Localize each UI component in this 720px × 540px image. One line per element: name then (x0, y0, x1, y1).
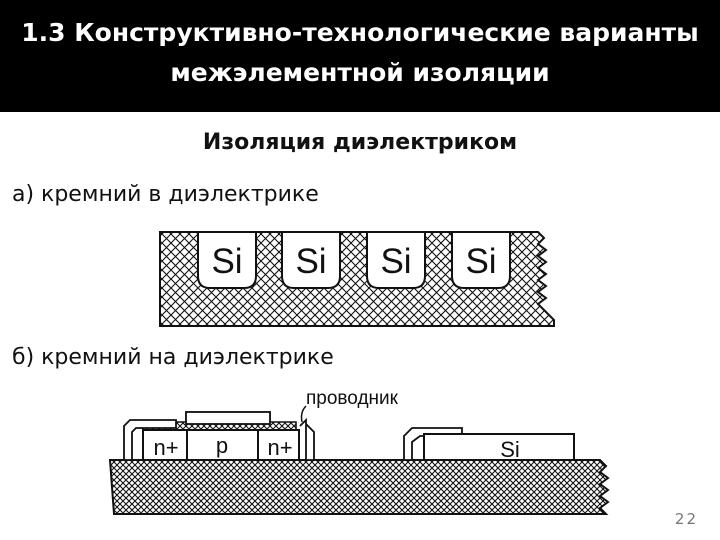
section-a-label: а) кремний в диэлектрике (12, 182, 319, 207)
region-label: n+ (153, 435, 178, 460)
silicon-pocket: Si (366, 231, 426, 289)
dielectric-substrate-a (159, 231, 555, 327)
page-number: 22 (674, 510, 698, 528)
slide-title-line-1: 1.3 Конструктивно-технологические вариан… (21, 18, 699, 47)
silicon-island-label: Si (500, 437, 520, 462)
transistor-island: n+ p n+ (142, 411, 300, 461)
region-label: p (216, 433, 228, 458)
silicon-pocket: Si (197, 231, 257, 289)
slide-title-line-2: межэлементной изоляции (170, 58, 550, 87)
region-label: n+ (267, 435, 292, 460)
slide-subtitle: Изоляция диэлектриком (202, 130, 518, 155)
silicon-label: Si (465, 242, 496, 281)
silicon-pocket: Si (281, 231, 341, 289)
section-b-label: б) кремний на диэлектрике (12, 345, 334, 370)
conductor-lines (123, 417, 463, 461)
silicon-label: Si (380, 242, 411, 281)
gate-electrode (185, 411, 271, 425)
conductor-label: проводник (306, 388, 399, 409)
dielectric-substrate-b (108, 459, 610, 515)
conductor-leader-line (300, 405, 307, 423)
title-bar: 1.3 Конструктивно-технологические вариан… (0, 0, 720, 112)
silicon-label: Si (211, 242, 242, 281)
silicon-pocket: Si (451, 231, 511, 289)
silicon-island: Si (423, 433, 575, 462)
silicon-label: Si (295, 242, 326, 281)
